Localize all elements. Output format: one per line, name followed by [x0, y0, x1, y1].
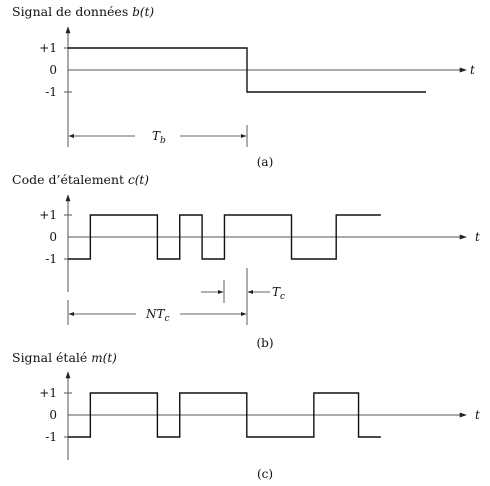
- panel-a-level-plus-one: +1: [39, 41, 57, 55]
- panel-a-caption: (a): [257, 155, 274, 169]
- panel-c-waveform: [68, 392, 381, 438]
- panel-a-period-label: Tb: [152, 129, 166, 146]
- panel-c: Signal étalé m(t) t +1 0 -1 (c): [12, 350, 480, 481]
- panel-a: Signal de données b(t) t +1 0 -1 Tb (a): [12, 4, 475, 169]
- panel-b-waveform: [68, 214, 381, 260]
- panel-c-level-minus-one: -1: [45, 430, 57, 444]
- panel-b-level-minus-one: -1: [45, 252, 57, 266]
- panel-b-title: Code d’étalement c(t): [12, 172, 149, 187]
- panel-a-waveform: [68, 47, 426, 93]
- panel-b-chip-label: Tc: [272, 285, 285, 302]
- panel-b-level-zero: 0: [49, 230, 57, 244]
- panel-c-caption: (c): [257, 467, 273, 481]
- panel-c-level-zero: 0: [49, 408, 57, 422]
- panel-c-x-axis-label: t: [475, 408, 480, 422]
- panel-b-period-label: NTc: [145, 307, 170, 324]
- panel-b-caption: (b): [256, 336, 273, 350]
- panel-b: Code d’étalement c(t) t +1 0 -1 Tc NTc (…: [12, 172, 480, 350]
- panel-a-level-zero: 0: [49, 63, 57, 77]
- panel-a-x-axis-label: t: [470, 63, 475, 77]
- panel-a-level-minus-one: -1: [45, 85, 57, 99]
- panel-c-level-plus-one: +1: [39, 386, 57, 400]
- panel-b-x-axis-label: t: [475, 230, 480, 244]
- panel-a-title: Signal de données b(t): [12, 4, 154, 19]
- panel-b-level-plus-one: +1: [39, 208, 57, 222]
- panel-c-title: Signal étalé m(t): [12, 350, 117, 365]
